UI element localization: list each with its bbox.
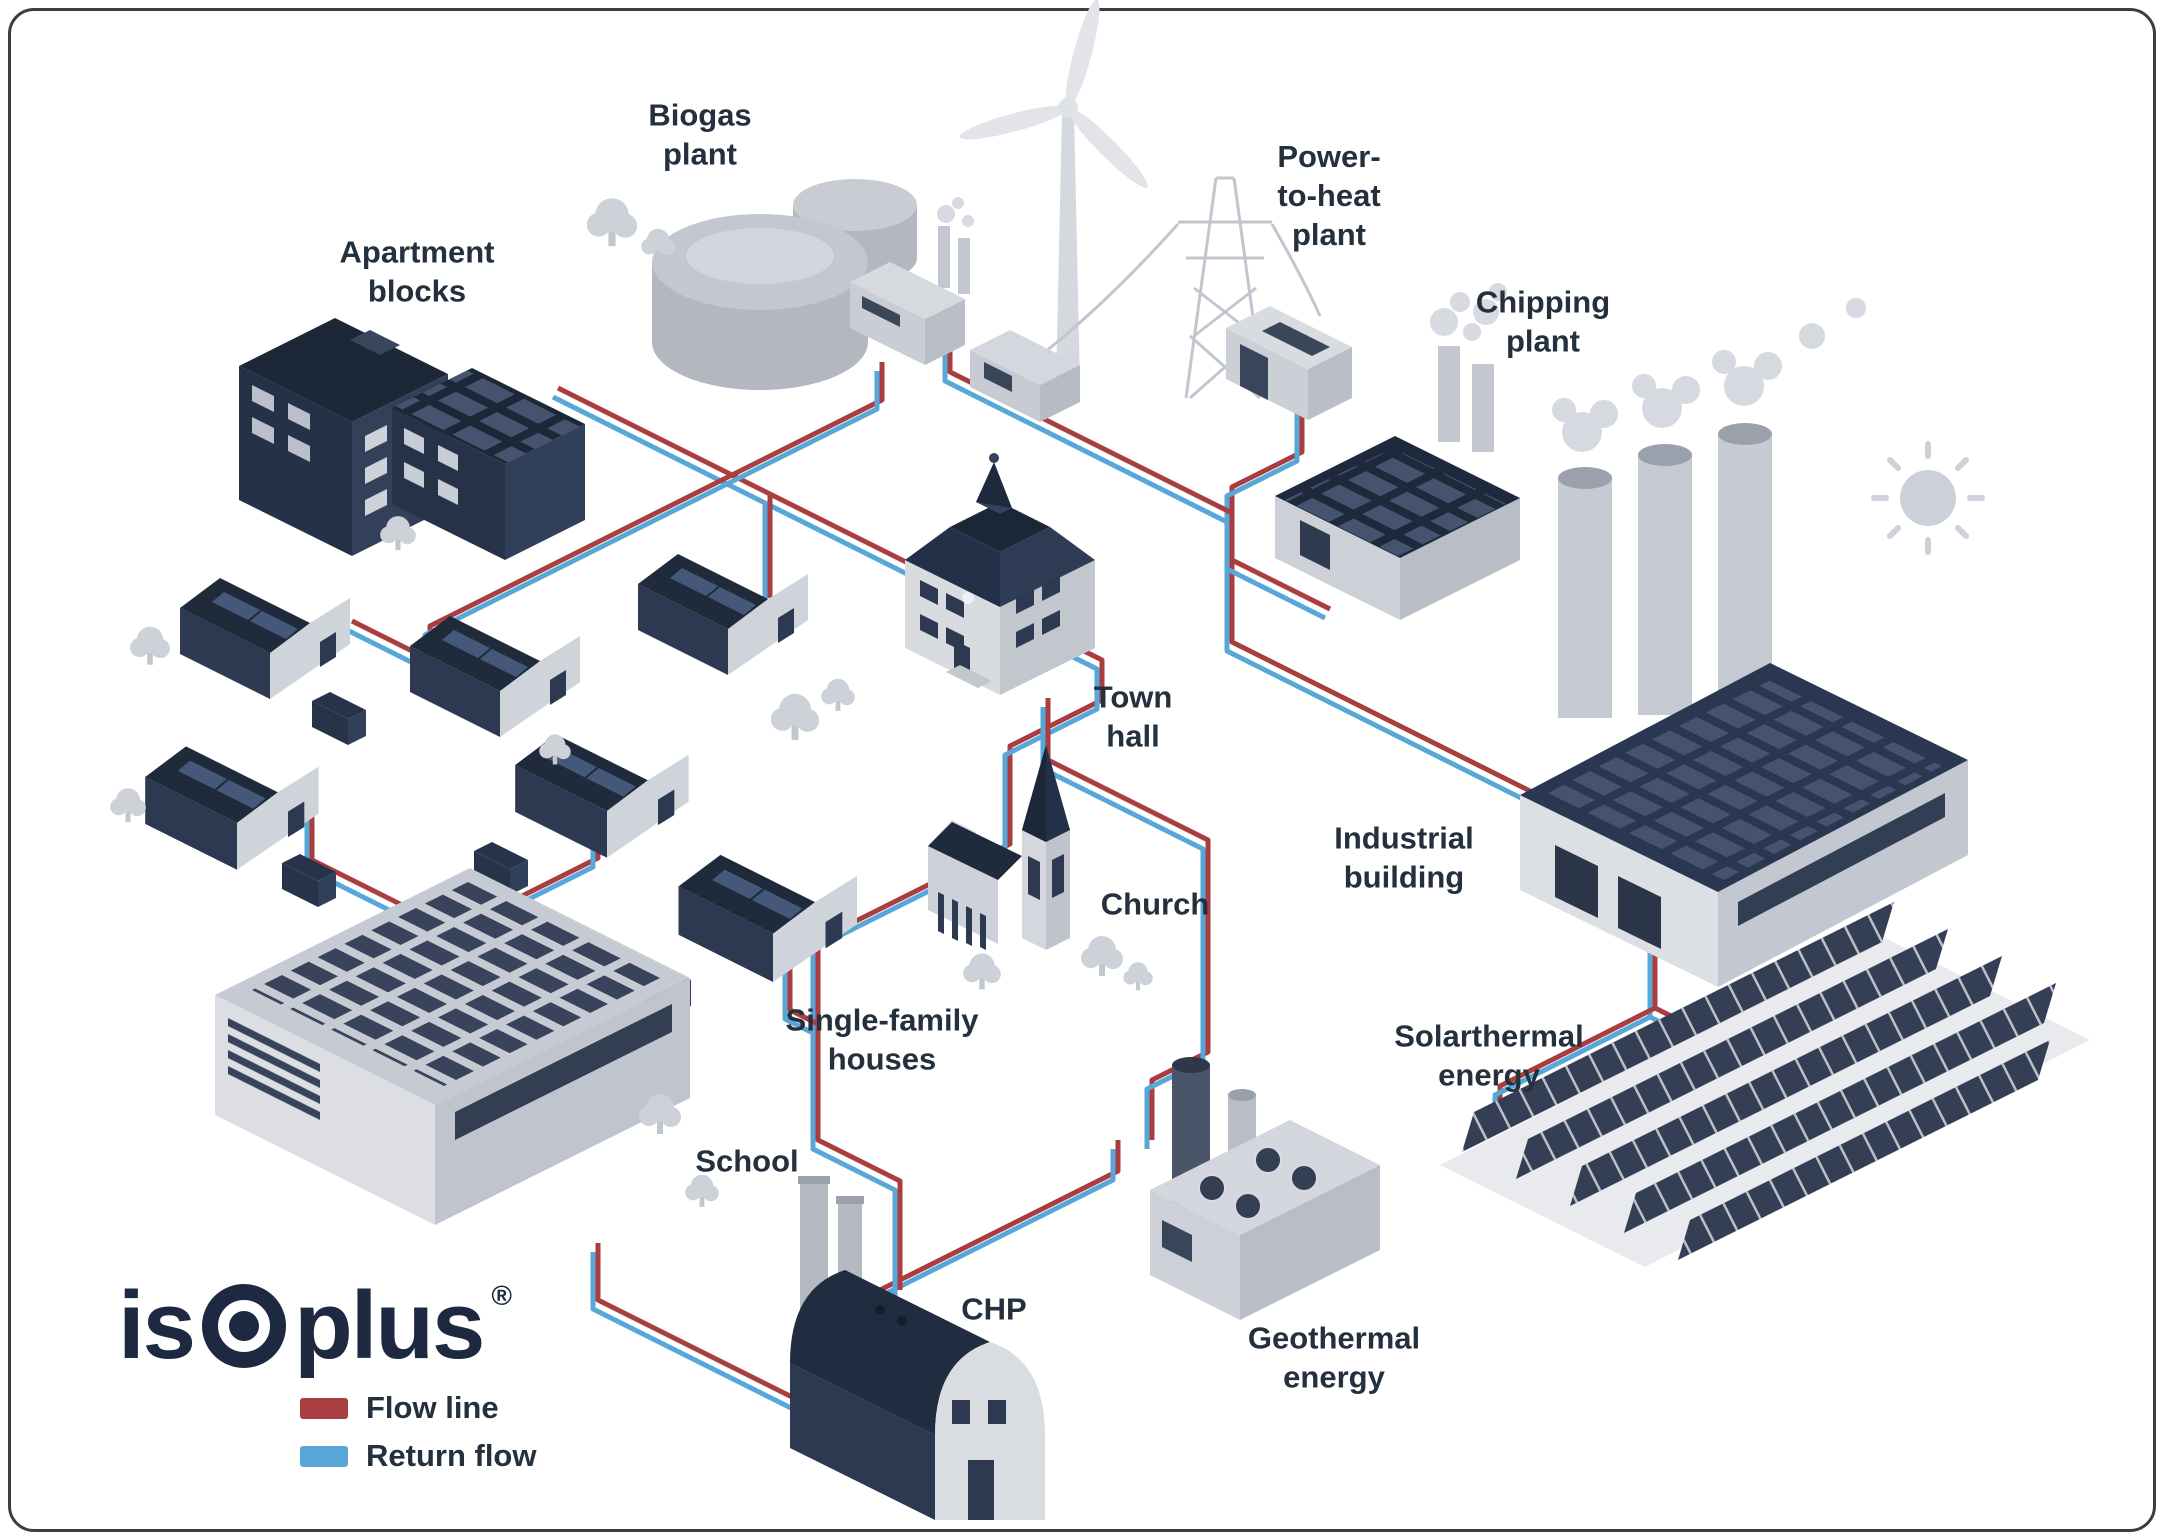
label-geothermal: Geothermal energy bbox=[1247, 1320, 1421, 1394]
legend: Flow line Return flow bbox=[300, 1390, 537, 1474]
return-flow-swatch bbox=[300, 1445, 348, 1467]
flow-line-label: Flow line bbox=[366, 1390, 499, 1425]
industrial-building bbox=[1520, 298, 1968, 987]
label-industrial: Industrial building bbox=[1334, 820, 1474, 894]
label-church: Church bbox=[1100, 886, 1210, 922]
church bbox=[928, 745, 1070, 950]
apartment-blocks bbox=[239, 318, 585, 560]
chipping-plant bbox=[1275, 283, 1520, 620]
label-power-to-heat: Power- to-heat plant bbox=[1277, 138, 1381, 252]
label-chp: CHP bbox=[961, 1291, 1027, 1327]
label-single-family: Single-family houses bbox=[785, 1002, 979, 1076]
wind-turbine bbox=[959, 0, 1148, 385]
label-chipping-plant: Chipping plant bbox=[1475, 284, 1611, 358]
label-school: School bbox=[695, 1143, 799, 1179]
solarthermal-field bbox=[1440, 902, 2090, 1267]
flow-line-swatch bbox=[300, 1397, 348, 1419]
logo-o-icon bbox=[202, 1284, 287, 1368]
label-biogas-plant: Biogas plant bbox=[648, 97, 752, 171]
return-flow-label: Return flow bbox=[366, 1438, 537, 1473]
pipe-run bbox=[593, 1243, 806, 1413]
legend-return-flow: Return flow bbox=[300, 1438, 537, 1474]
school bbox=[215, 868, 690, 1225]
geothermal-plant bbox=[1150, 1057, 1380, 1320]
logo-text-plus: plus bbox=[294, 1272, 485, 1379]
town-hall bbox=[905, 453, 1095, 695]
sun-icon bbox=[1871, 441, 1985, 555]
isoplus-logo: is plus ® bbox=[118, 1278, 512, 1374]
legend-flow-line: Flow line bbox=[300, 1390, 537, 1426]
chimney bbox=[1558, 423, 1772, 718]
label-town-hall: Town hall bbox=[1093, 679, 1173, 753]
chp-plant bbox=[790, 1176, 1045, 1520]
transformer-station bbox=[970, 330, 1080, 422]
logo-text-is: is bbox=[118, 1272, 196, 1379]
smoke bbox=[1552, 298, 1866, 452]
biogas-plant bbox=[652, 179, 974, 390]
registered-mark: ® bbox=[491, 1280, 513, 1311]
power-to-heat-plant bbox=[1226, 306, 1352, 420]
label-apartment-blocks: Apartment blocks bbox=[339, 234, 495, 308]
label-solarthermal: Solarthermal energy bbox=[1394, 1018, 1584, 1092]
pipe-run bbox=[765, 494, 770, 607]
